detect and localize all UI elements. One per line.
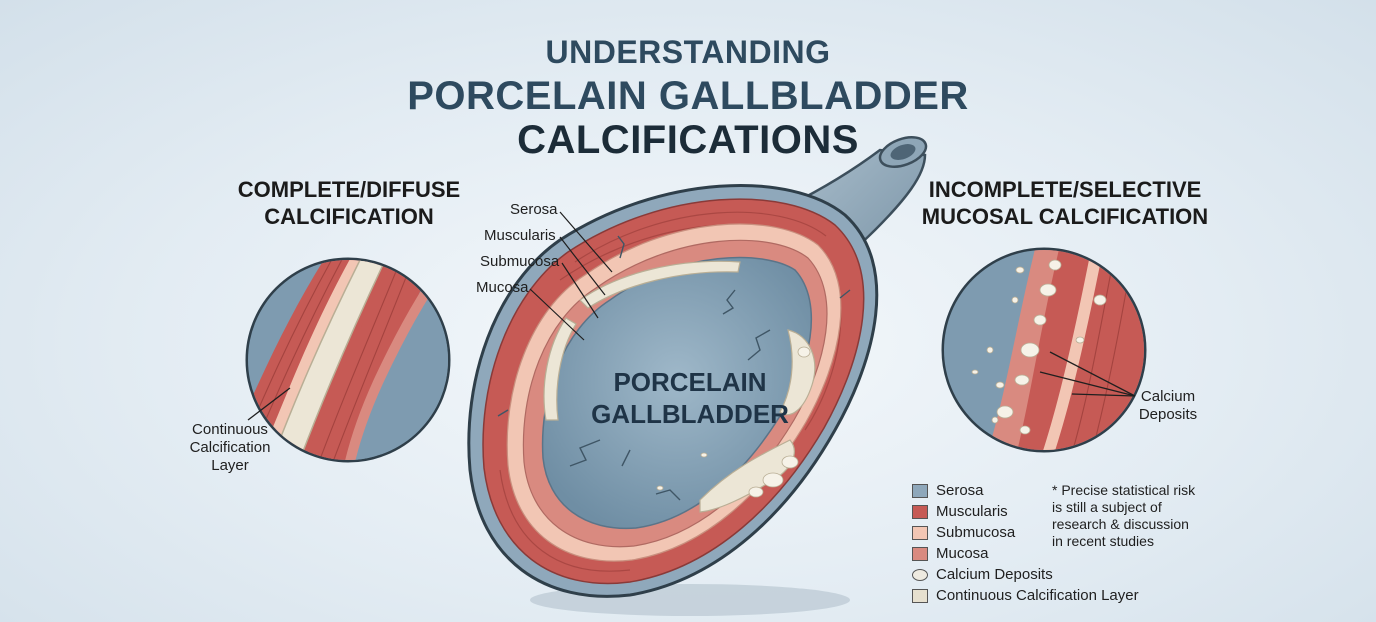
center-label-line-2: GALLBLADDER [591, 399, 789, 429]
legend-item-continuous-calcification-layer: Continuous Calcification Layer [912, 585, 1139, 606]
legend-swatch [912, 483, 928, 498]
left-panel-heading: COMPLETE/DIFFUSE CALCIFICATION [214, 176, 484, 230]
right-callout-line-1: Calcium [1140, 388, 1196, 405]
note-line-3: research & discussion [1052, 516, 1189, 532]
right-heading-line-2: MUCOSAL CALCIFICATION [921, 204, 1209, 229]
left-heading-line-2: CALCIFICATION [264, 204, 434, 229]
left-magnified-circle [245, 257, 451, 463]
label-mucosa: Mucosa [476, 279, 529, 296]
left-callout-line-1: Continuous [192, 421, 268, 438]
title-line-1: UNDERSTANDING [545, 34, 831, 70]
legend: Serosa Muscularis Submucosa Mucosa Calci… [912, 480, 1139, 606]
title-line-3: CALCIFICATIONS [517, 118, 859, 162]
right-magnified-circle [941, 247, 1147, 453]
left-callout-line-2: Calcification [189, 439, 271, 456]
legend-label: Continuous Calcification Layer [936, 587, 1139, 604]
legend-label: Serosa [936, 482, 984, 499]
legend-label: Calcium Deposits [936, 566, 1053, 583]
label-serosa: Serosa [510, 201, 558, 218]
right-panel-heading: INCOMPLETE/SELECTIVE MUCOSAL CALCIFICATI… [920, 176, 1210, 230]
legend-swatch [912, 525, 928, 540]
center-label-line-1: PORCELAIN [613, 367, 767, 397]
legend-item-serosa: Serosa [912, 480, 1139, 501]
legend-item-calcium-deposits: Calcium Deposits [912, 564, 1139, 585]
label-submucosa: Submucosa [480, 253, 560, 270]
legend-label: Mucosa [936, 545, 989, 562]
left-callout-label: Continuous Calcification Layer [180, 421, 280, 475]
left-callout-line [247, 387, 291, 421]
right-heading-line-1: INCOMPLETE/SELECTIVE [928, 177, 1202, 202]
legend-label: Submucosa [936, 524, 1016, 541]
calcium-spots [656, 346, 811, 498]
legend-item-submucosa: Submucosa [912, 522, 1139, 543]
legend-swatch [912, 588, 928, 603]
note-line-2: is still a subject of [1052, 499, 1162, 515]
risk-note: * Precise statistical risk is still a su… [1052, 482, 1252, 550]
left-heading-line-1: COMPLETE/DIFFUSE [237, 177, 461, 202]
legend-swatch [912, 504, 928, 519]
legend-swatch [912, 568, 928, 581]
legend-item-muscularis: Muscularis [912, 501, 1139, 522]
note-line-1: * Precise statistical risk [1052, 482, 1196, 498]
left-callout-line-3: Layer [211, 457, 249, 474]
center-label: PORCELAIN GALLBLADDER [560, 366, 820, 430]
legend-label: Muscularis [936, 503, 1008, 520]
note-line-4: in recent studies [1052, 533, 1154, 549]
lumen-cracks [497, 235, 851, 501]
title-line-2: PORCELAIN GALLBLADDER [407, 74, 969, 118]
legend-item-mucosa: Mucosa [912, 543, 1139, 564]
right-callout-lines [1039, 351, 1136, 397]
label-muscularis: Muscularis [484, 227, 556, 244]
layer-callout-lines [529, 211, 613, 341]
right-callout-label: Calcium Deposits [1136, 388, 1200, 424]
legend-swatch [912, 546, 928, 561]
right-callout-line-2: Deposits [1138, 406, 1198, 423]
